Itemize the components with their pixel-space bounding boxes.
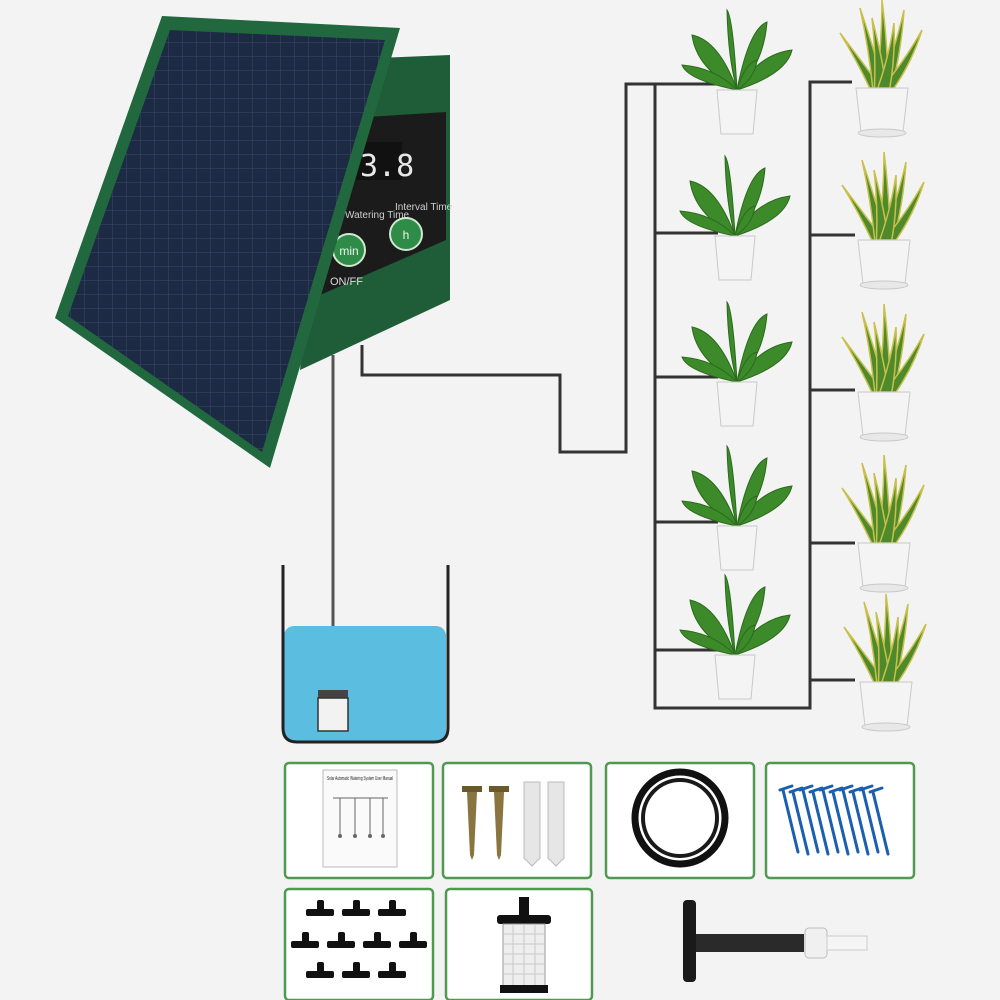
filter-icon bbox=[497, 897, 551, 993]
tee-connector-icon bbox=[291, 900, 427, 978]
plant-icon bbox=[681, 8, 793, 135]
drip-stake bbox=[868, 786, 890, 856]
drip-stake bbox=[818, 784, 840, 854]
screw-icon bbox=[462, 786, 509, 860]
tees-box bbox=[283, 887, 435, 1000]
h-button-label: h bbox=[403, 228, 410, 242]
plant-icon bbox=[841, 454, 925, 593]
filter-box bbox=[444, 887, 594, 1000]
plant-icon bbox=[841, 151, 925, 290]
drip-stake bbox=[798, 784, 820, 854]
onoff-label: ON/FF bbox=[330, 276, 363, 288]
tee-connector bbox=[306, 962, 334, 978]
valve-connector-icon bbox=[683, 900, 868, 982]
display-value: 3.8 bbox=[360, 149, 414, 184]
tube-box bbox=[604, 761, 756, 880]
screws-box bbox=[441, 761, 593, 880]
tee-connector bbox=[399, 932, 427, 948]
plant-icon bbox=[679, 573, 791, 700]
manual-title: Solar Automatic Watering System User Man… bbox=[327, 776, 393, 782]
drip-stake bbox=[778, 784, 800, 854]
plant-icon bbox=[681, 444, 793, 571]
plant-grid bbox=[679, 0, 927, 732]
accessories: Solar Automatic Watering System User Man… bbox=[283, 761, 916, 1000]
plant-icon bbox=[841, 303, 925, 442]
manual-box: Solar Automatic Watering System User Man… bbox=[283, 761, 435, 880]
h-button[interactable]: h bbox=[389, 217, 423, 251]
min-button[interactable]: min bbox=[332, 233, 366, 267]
min-button-label: min bbox=[339, 244, 358, 258]
manual-icon: Solar Automatic Watering System User Man… bbox=[322, 769, 398, 868]
tee-connector bbox=[378, 962, 406, 978]
tee-connector bbox=[378, 900, 406, 916]
anchor-icon bbox=[523, 781, 565, 867]
drip-stake bbox=[838, 784, 860, 854]
water-bucket-icon bbox=[281, 565, 450, 744]
interval-time-label: Interval Time bbox=[395, 202, 453, 213]
pump-icon bbox=[317, 690, 349, 732]
drip-stake-icon bbox=[778, 784, 890, 856]
drip-stake bbox=[858, 784, 880, 854]
tee-connector bbox=[291, 932, 319, 948]
tee-connector bbox=[342, 962, 370, 978]
tube-coil-icon bbox=[631, 768, 729, 868]
plant-icon bbox=[681, 300, 793, 427]
tee-connector bbox=[363, 932, 391, 948]
plant-icon bbox=[843, 593, 927, 732]
plant-icon bbox=[839, 0, 923, 138]
solar-panel-icon bbox=[55, 16, 400, 468]
watering-time-label: Watering Time bbox=[345, 210, 410, 221]
plant-icon bbox=[679, 154, 791, 281]
tee-connector bbox=[306, 900, 334, 916]
tee-connector bbox=[327, 932, 355, 948]
stakes-box bbox=[764, 761, 916, 880]
tee-connector bbox=[342, 900, 370, 916]
